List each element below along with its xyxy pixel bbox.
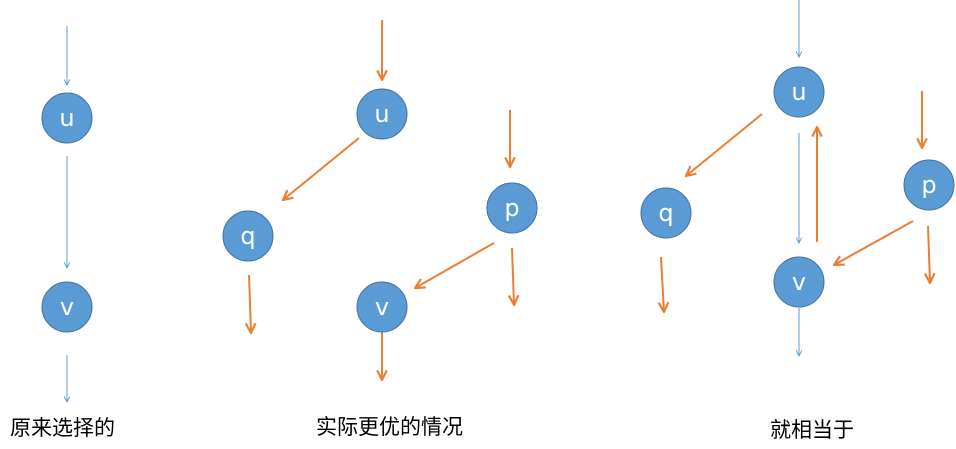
edge-p-v bbox=[834, 220, 914, 265]
node-u-label: u bbox=[374, 100, 389, 128]
node-q: q bbox=[640, 187, 692, 239]
node-q-label: q bbox=[240, 222, 255, 250]
edge-u-q bbox=[686, 113, 763, 176]
node-p: p bbox=[486, 182, 538, 234]
edge-u-q bbox=[283, 137, 360, 200]
panel-actual-better: u q p v bbox=[222, 20, 538, 380]
node-u-label: u bbox=[59, 104, 74, 132]
node-v: v bbox=[773, 256, 825, 308]
node-u-label: u bbox=[791, 78, 806, 106]
edge-q-out bbox=[249, 274, 251, 333]
edge-p-v bbox=[415, 242, 495, 288]
node-q: q bbox=[222, 210, 274, 262]
caption-equivalent: 就相当于 bbox=[770, 418, 854, 442]
panel-original: u v bbox=[41, 26, 93, 402]
edge-p-out bbox=[928, 225, 930, 283]
node-u: u bbox=[773, 66, 825, 118]
node-p-label: p bbox=[504, 194, 519, 222]
node-p-label: p bbox=[921, 171, 936, 199]
node-v-label: v bbox=[792, 268, 806, 296]
panel-equivalent: u q p v bbox=[640, 0, 955, 356]
node-v-label: v bbox=[60, 293, 74, 321]
node-v-label: v bbox=[375, 293, 389, 321]
caption-actual-better: 实际更优的情况 bbox=[316, 415, 463, 439]
node-v: v bbox=[356, 281, 408, 333]
edge-q-out bbox=[661, 256, 664, 312]
node-u: u bbox=[41, 92, 93, 144]
edge-p-out bbox=[512, 247, 514, 305]
caption-original: 原来选择的 bbox=[10, 416, 115, 440]
node-u: u bbox=[356, 88, 408, 140]
node-p: p bbox=[903, 159, 955, 211]
node-q-label: q bbox=[658, 199, 673, 227]
node-v: v bbox=[41, 281, 93, 333]
